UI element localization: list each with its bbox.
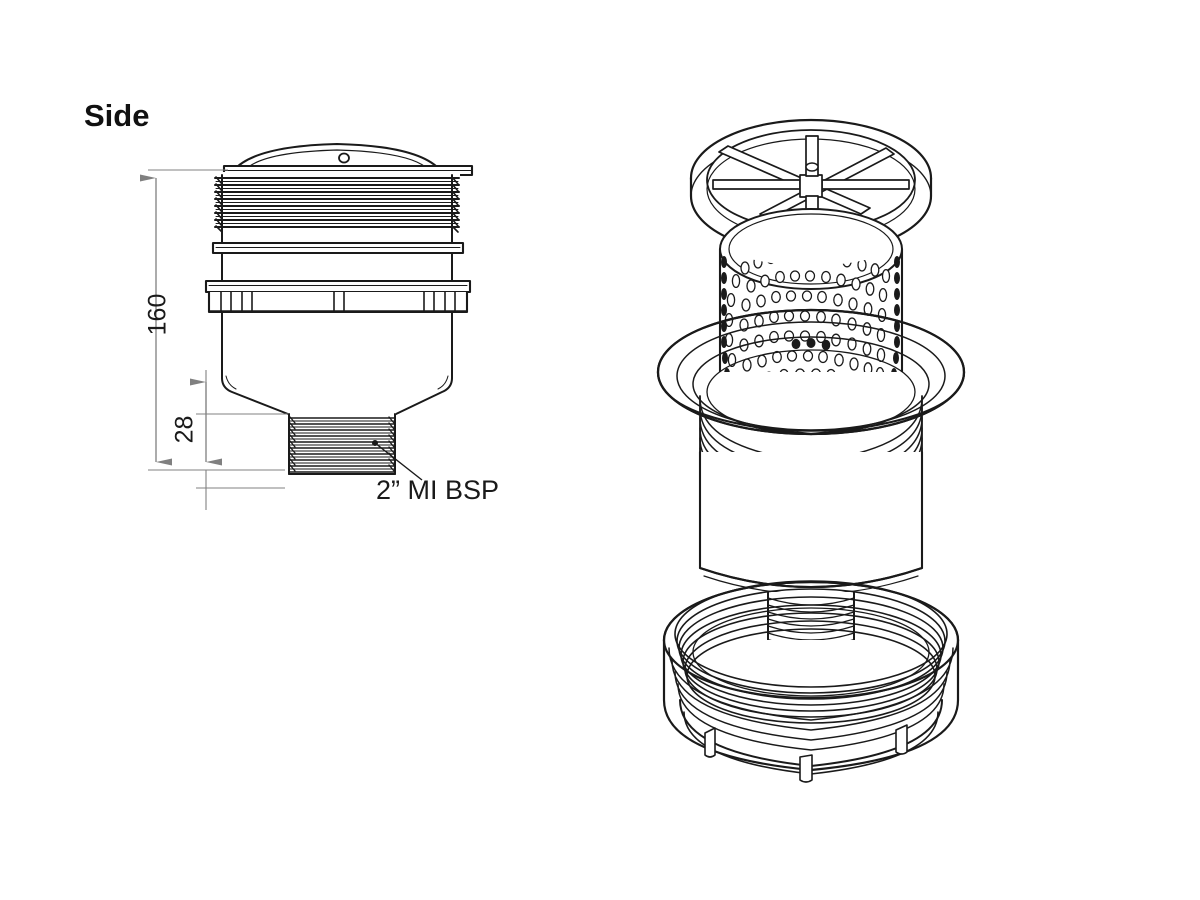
thread-spec-callout: 2” MI BSP	[376, 475, 500, 505]
dimension-label-28: 28	[170, 415, 199, 444]
collar-ribs	[220, 291, 456, 312]
side-domed-grate	[232, 142, 442, 172]
side-thin-flange	[211, 241, 465, 255]
callout-leader-line	[374, 442, 423, 481]
dimension-lines-group	[140, 169, 288, 510]
side-main-body	[221, 311, 453, 415]
side-view-group	[204, 142, 474, 475]
exploded-flanged-body	[656, 308, 966, 648]
exploded-strainer-basket	[718, 208, 904, 410]
nut-tabs	[704, 724, 908, 783]
dimension-label-160: 160	[143, 293, 172, 336]
exploded-locking-nut	[662, 580, 960, 783]
nut-internal-thread	[674, 580, 948, 724]
callout-leader-group	[372, 440, 423, 481]
exploded-view-group	[656, 118, 966, 783]
side-outlet-thread	[288, 413, 396, 475]
side-view-title: Side	[84, 98, 150, 133]
side-ribbed-collar	[204, 279, 472, 314]
grate-cross-ribs	[712, 135, 910, 227]
side-upper-thread	[214, 172, 460, 234]
